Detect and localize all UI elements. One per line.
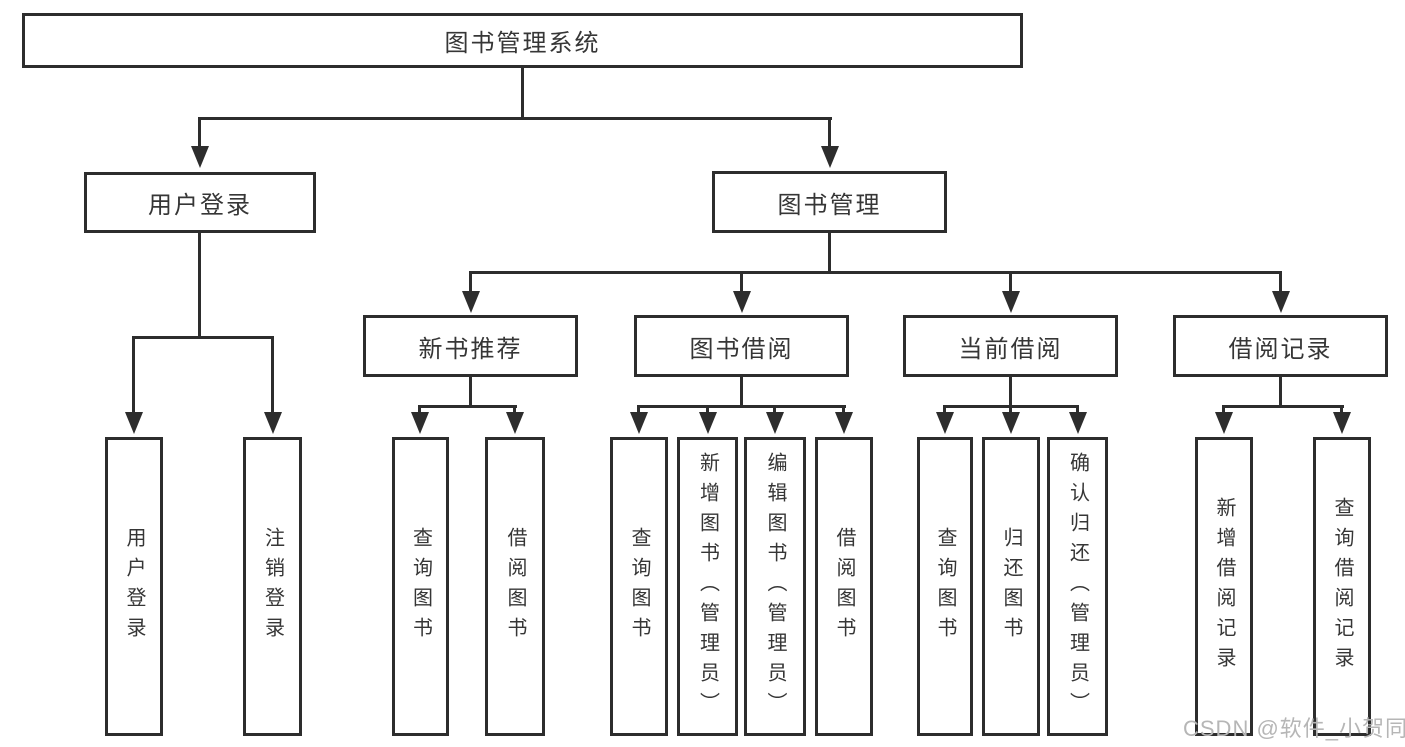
- arrow-to-leaf-user-login: [124, 336, 143, 434]
- arrow-to-current-borrow: [1001, 271, 1020, 313]
- connector-newbook-bar: [418, 405, 517, 408]
- arrow-to-leaf-newbook-borrow: [505, 405, 524, 434]
- connector-login-stem: [198, 231, 201, 339]
- arrow-to-leaf-borrow-add: [698, 405, 717, 434]
- node-book-borrow: 图书借阅: [634, 315, 849, 377]
- node-leaf-user-login: 用户登录: [105, 437, 163, 736]
- connector-records-stem: [1279, 375, 1282, 408]
- arrow-to-leaf-borrow-query: [629, 405, 648, 434]
- arrow-to-leaf-logout: [263, 336, 282, 434]
- connector-root-bar: [198, 117, 832, 120]
- node-leaf-borrow-query: 查询图书: [610, 437, 668, 736]
- connector-borrow-bar: [637, 405, 846, 408]
- node-leaf-borrow-borrow: 借阅图书: [815, 437, 873, 736]
- arrow-to-new-book-recommend: [461, 271, 480, 313]
- arrow-to-leaf-records-query: [1332, 405, 1351, 434]
- arrow-to-user-login: [190, 117, 209, 168]
- node-leaf-logout: 注销登录: [243, 437, 302, 736]
- node-system-root: 图书管理系统: [22, 13, 1023, 68]
- node-borrow-records: 借阅记录: [1173, 315, 1388, 377]
- connector-records-bar: [1222, 405, 1344, 408]
- node-leaf-newbook-query: 查询图书: [392, 437, 449, 736]
- node-leaf-records-query: 查询借阅记录: [1313, 437, 1371, 736]
- connector-login-bar: [132, 336, 274, 339]
- connector-mgmt-bar: [469, 271, 1282, 274]
- csdn-watermark: CSDN @软件_小贺同学: [1183, 716, 1405, 741]
- node-new-book-recommend: 新书推荐: [363, 315, 578, 377]
- node-leaf-current-confirm-admin: 确认归还（管理员）: [1047, 437, 1108, 736]
- node-leaf-borrow-edit-admin: 编辑图书（管理员）: [744, 437, 806, 736]
- arrow-to-borrow-records: [1271, 271, 1290, 313]
- arrow-to-leaf-current-return: [1001, 405, 1020, 434]
- arrow-to-leaf-borrow-borrow: [834, 405, 853, 434]
- arrow-to-leaf-current-query: [935, 405, 954, 434]
- node-leaf-current-return: 归还图书: [982, 437, 1040, 736]
- arrow-to-leaf-newbook-query: [410, 405, 429, 434]
- connector-current-stem: [1009, 375, 1012, 408]
- connector-root-stem: [521, 66, 524, 120]
- connector-newbook-stem: [469, 375, 472, 408]
- node-leaf-current-query: 查询图书: [917, 437, 973, 736]
- node-leaf-borrow-add-admin: 新增图书（管理员）: [677, 437, 738, 736]
- connector-borrow-stem: [740, 375, 743, 408]
- node-book-management: 图书管理: [712, 171, 947, 233]
- arrow-to-leaf-borrow-edit: [765, 405, 784, 434]
- connector-mgmt-stem: [828, 231, 831, 274]
- arrow-to-leaf-current-confirm: [1068, 405, 1087, 434]
- node-leaf-records-add: 新增借阅记录: [1195, 437, 1253, 736]
- arrow-to-book-management: [820, 117, 839, 168]
- arrow-to-book-borrow: [732, 271, 751, 313]
- node-user-login: 用户登录: [84, 172, 316, 233]
- arrow-to-leaf-records-add: [1214, 405, 1233, 434]
- node-current-borrow: 当前借阅: [903, 315, 1118, 377]
- node-leaf-newbook-borrow: 借阅图书: [485, 437, 545, 736]
